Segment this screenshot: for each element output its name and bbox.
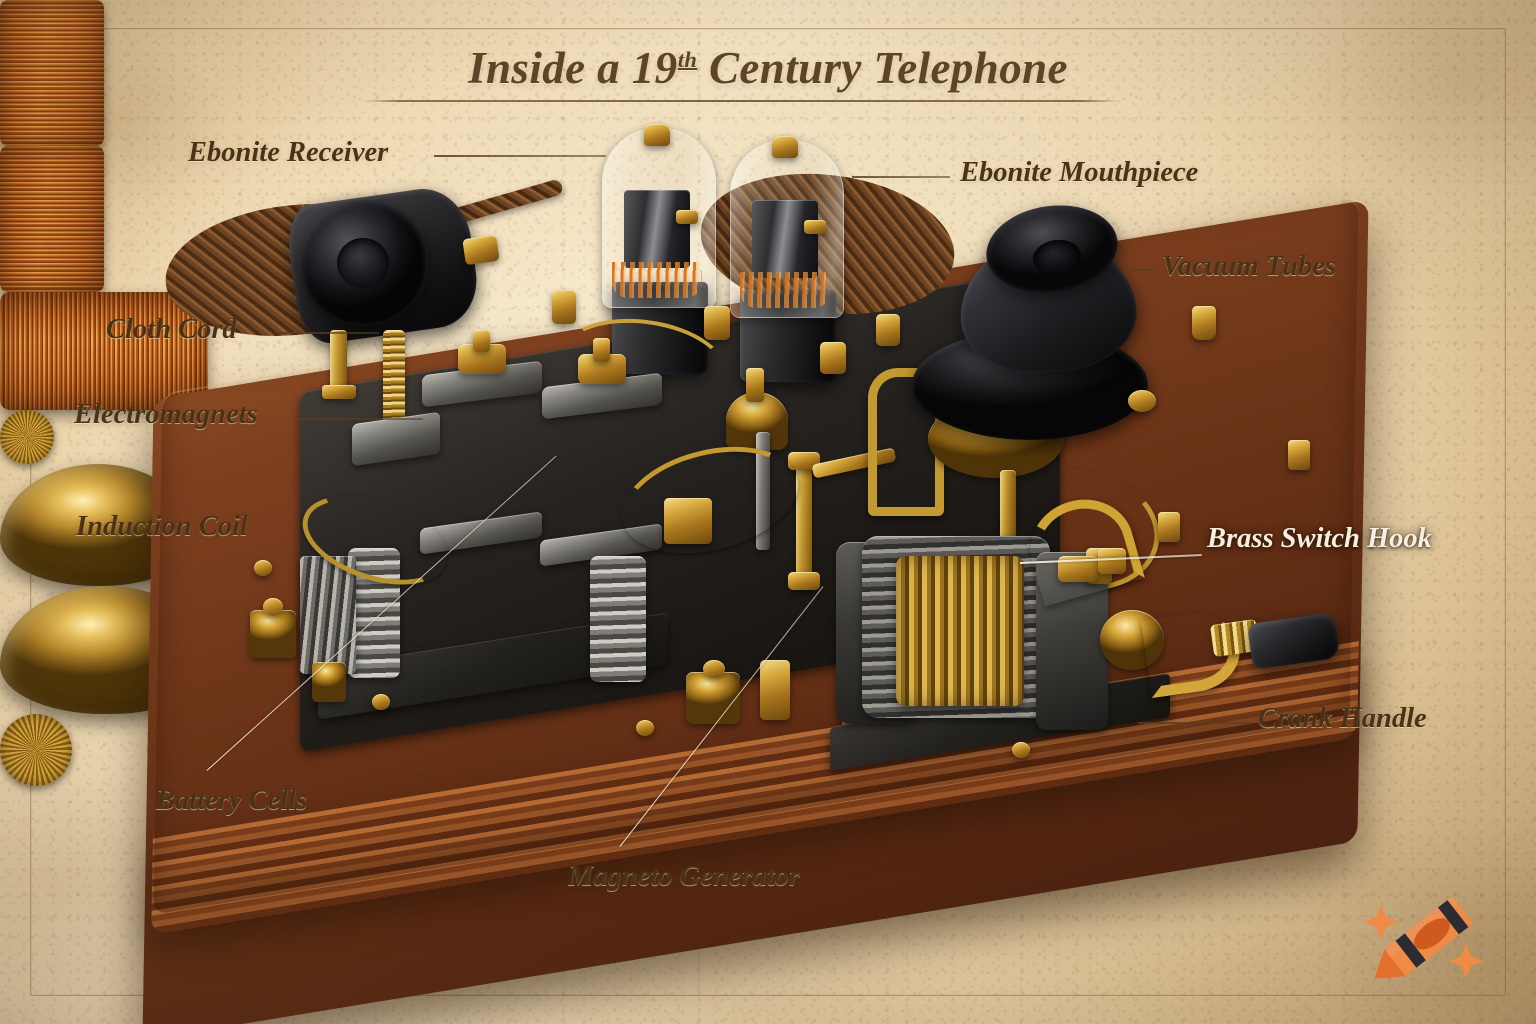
vacuum-tube-right-filament-array: [740, 272, 830, 308]
leader-cloth-cord: [275, 332, 379, 334]
sparkle-icon-2: [1449, 944, 1483, 978]
leader-vacuum-tubes: [1131, 269, 1157, 271]
leader-ebonite-mouthpiece: [852, 176, 950, 178]
magneto-drive-gear: [0, 714, 72, 786]
central-terminal-screw-b: [876, 314, 900, 346]
vacuum-tube-right-top-cap: [772, 136, 798, 158]
title-part-before: Inside a 19: [468, 43, 678, 93]
terminal-post-mid: [760, 660, 790, 720]
vacuum-tube-left-anode: [624, 190, 690, 268]
central-brass-stem: [746, 368, 764, 402]
electromagnet-left-screw: [473, 330, 490, 352]
vacuum-tube-left-filament-array: [612, 262, 702, 298]
ebonite-receiver-earcup-hole: [337, 238, 389, 288]
central-terminal-screw-a: [704, 306, 730, 340]
central-rod-collar-lower: [788, 572, 820, 590]
vacuum-tube-left-top-cap: [644, 124, 670, 146]
label-magneto-generator: Magneto Generator: [568, 861, 800, 892]
central-vertical-rod: [796, 460, 812, 588]
battery-cell-2: [312, 662, 346, 702]
central-terminal-screw-d: [820, 342, 846, 374]
crayon-icon: [1364, 897, 1483, 979]
leader-ebonite-receiver: [434, 155, 606, 157]
magneto-bearing-boss: [1100, 610, 1164, 670]
label-electromagnets: Electromagnets: [74, 399, 258, 430]
mouthpiece-support-post: [1000, 470, 1016, 542]
battery-cell-3: [686, 672, 740, 724]
leader-crank-handle: [1138, 722, 1253, 724]
brass-bell-left-foot: [1158, 512, 1180, 542]
vacuum-tube-left-side-lug: [676, 210, 698, 224]
electromagnet-right-screw: [593, 338, 610, 362]
receiver-cord-collar: [462, 234, 500, 266]
leader-electromagnets: [297, 418, 423, 420]
induction-coil-winding: [0, 292, 208, 410]
label-ebonite-receiver: Ebonite Receiver: [188, 137, 389, 168]
magneto-commutator-drum: [896, 556, 1024, 706]
central-pivot-shaft: [756, 432, 770, 550]
electromagnet-right-winding: [0, 146, 104, 292]
title-ordinal-suffix: th: [677, 46, 698, 72]
label-battery-cells: Battery Cells: [156, 785, 308, 816]
battery-cell-1: [250, 610, 296, 658]
base-screw-front-center: [636, 720, 654, 736]
label-induction-coil: Induction Coil: [76, 511, 248, 542]
base-screw-front-left: [372, 694, 390, 710]
battery-cell-3-terminal: [703, 660, 725, 678]
label-brass-switch-hook: Brass Switch Hook: [1207, 523, 1432, 554]
brass-bell-right-nipple: [1192, 306, 1216, 340]
page-title: Inside a 19th Century Telephone: [0, 42, 1536, 94]
central-terminal-screw-c: [552, 290, 576, 324]
battery-cell-1-terminal: [263, 598, 283, 616]
title-underline-rule: [363, 100, 1120, 102]
label-cloth-cord: Cloth Cord: [106, 314, 237, 345]
receiver-threaded-column: [383, 330, 405, 426]
base-screw-rear-left: [254, 560, 272, 576]
label-crank-handle: Crank Handle: [1258, 703, 1427, 734]
induction-coil-left-laminations: [300, 556, 356, 674]
brass-switch-hook-contact: [1098, 548, 1126, 574]
brass-bell-right-foot: [1288, 440, 1310, 470]
central-bracket-block: [664, 498, 712, 544]
vacuum-tube-right-anode: [752, 200, 818, 278]
brass-bell-left-nipple: [1128, 390, 1156, 412]
induction-coil-right-endcap: [590, 556, 646, 682]
label-vacuum-tubes: Vacuum Tubes: [1162, 251, 1336, 282]
induction-coil-drive-gear: [0, 410, 54, 464]
induction-coil-left-endcap: [348, 548, 400, 678]
sparkle-icon-1: [1364, 905, 1398, 939]
electromagnet-left-winding: [0, 0, 104, 146]
title-part-after: Century Telephone: [697, 43, 1068, 93]
receiver-support-foot: [322, 385, 356, 399]
receiver-support-post: [330, 330, 347, 390]
label-ebonite-mouthpiece: Ebonite Mouthpiece: [960, 157, 1199, 188]
base-screw-front-right: [1012, 742, 1030, 758]
vacuum-tube-right-side-lug: [804, 220, 826, 234]
crayon-watermark-logo: [1350, 878, 1500, 998]
